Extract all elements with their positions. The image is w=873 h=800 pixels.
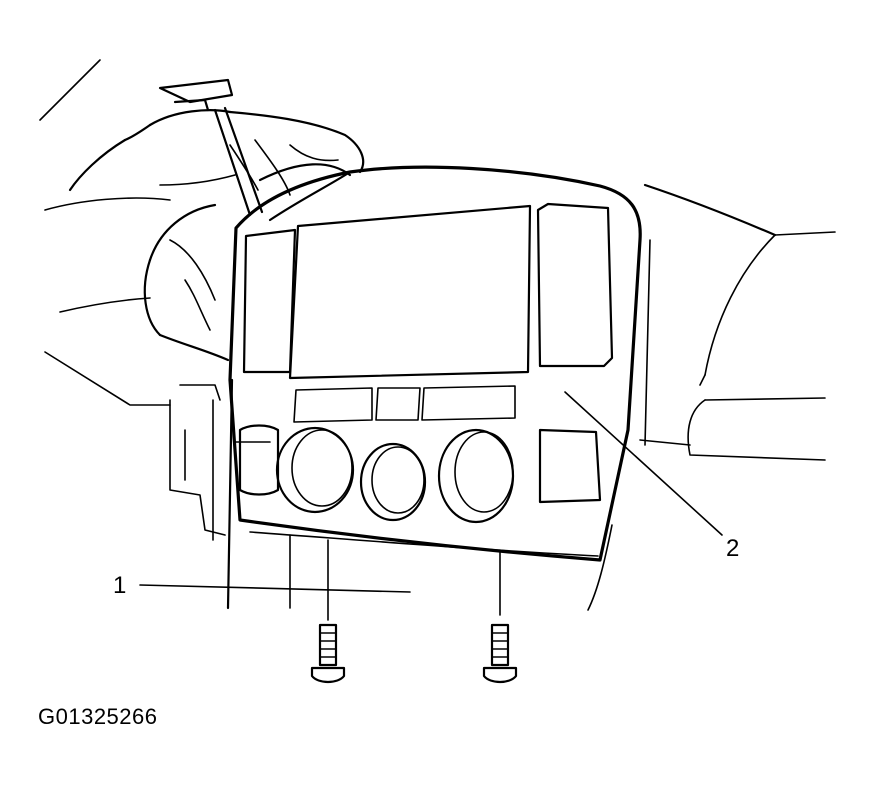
dashboard-left-lines <box>39 59 226 541</box>
dashboard-right-lines <box>587 183 836 611</box>
callout-2-leader <box>564 391 723 536</box>
callout-2-label: 2 <box>726 535 739 562</box>
figure-id-label: G01325266 <box>38 704 158 729</box>
callout-1-leader <box>139 584 411 593</box>
callout-1: 1 <box>113 572 411 599</box>
callout-2: 2 <box>564 391 739 562</box>
center-bezel <box>228 165 642 562</box>
mounting-screw-left <box>310 539 346 684</box>
callout-1-label: 1 <box>113 572 126 599</box>
hand-with-pry-tool <box>68 78 365 362</box>
mounting-screw-right <box>482 549 518 684</box>
lower-trim-lines <box>226 378 291 610</box>
